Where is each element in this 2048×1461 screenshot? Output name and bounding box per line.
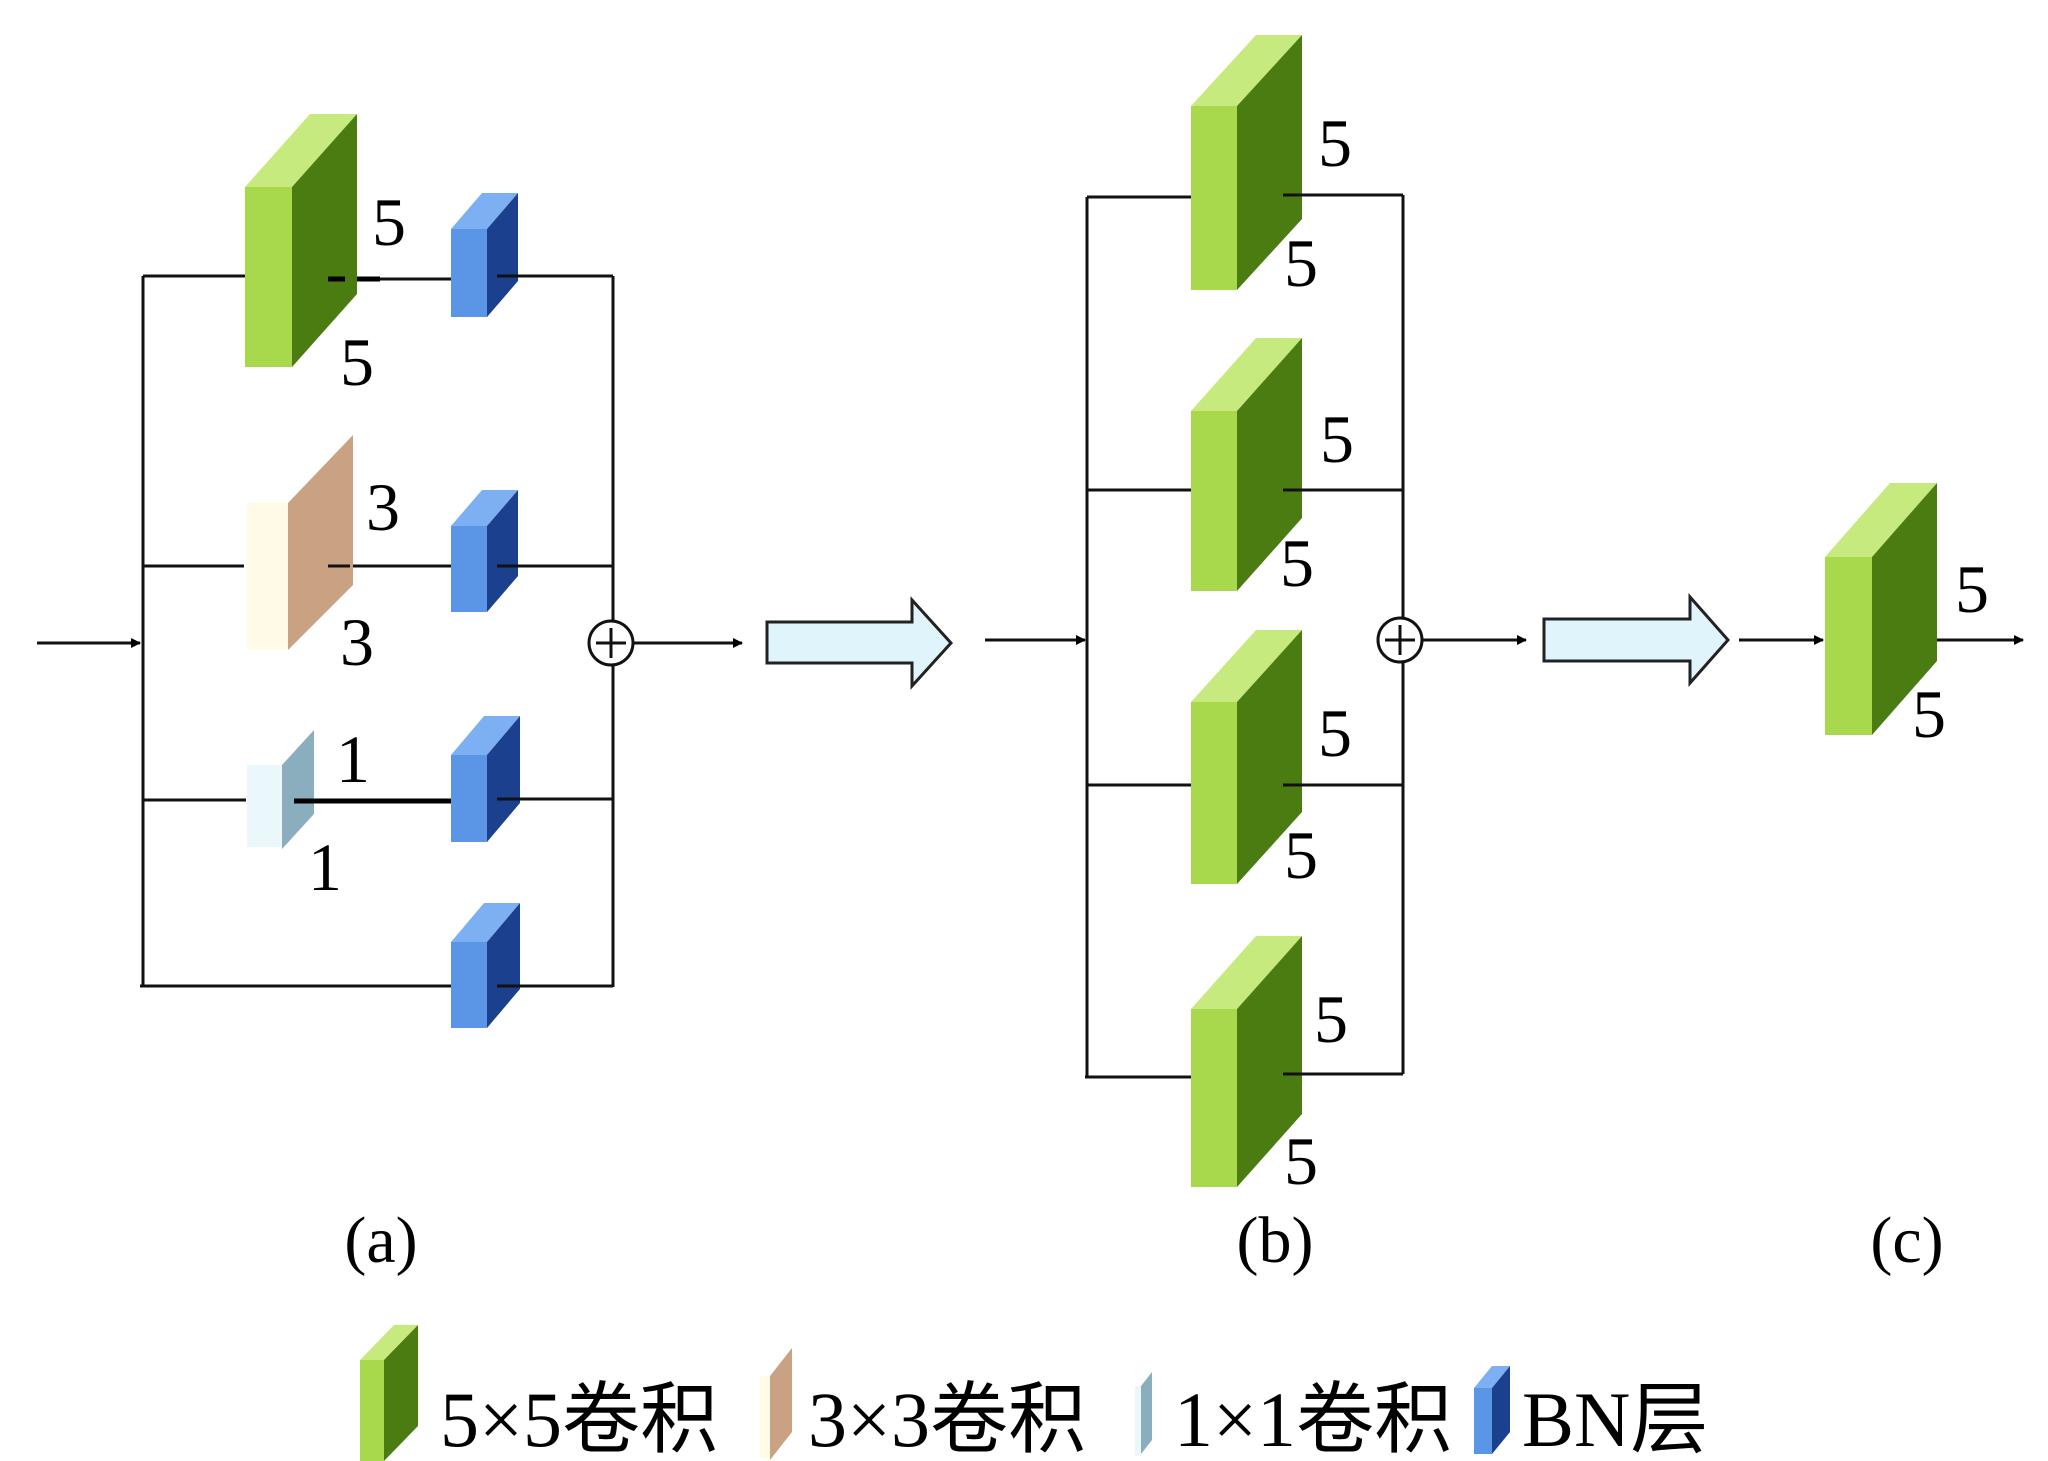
bn-block xyxy=(451,716,520,842)
conv5x5-block xyxy=(1191,630,1302,884)
legend-label: 3×3卷积 xyxy=(808,1376,1086,1461)
bn-block xyxy=(451,903,520,1028)
kernel-label: 5 xyxy=(1912,676,1946,752)
panel-b: 5 5 5 5 5 5 5 5 (b) xyxy=(985,35,1527,1277)
kernel-label: 1 xyxy=(308,829,342,905)
legend-label: 5×5卷积 xyxy=(440,1376,718,1461)
kernel-label: 1 xyxy=(336,721,370,797)
conv3x3-block xyxy=(247,435,353,650)
side-face xyxy=(1872,483,1937,735)
front-face xyxy=(1191,1009,1237,1187)
panel-a: 5 5 3 3 1 1 (a) xyxy=(37,114,743,1277)
kernel-label: 5 xyxy=(1280,525,1314,601)
kernel-label: 5 xyxy=(372,184,406,260)
top-face xyxy=(451,716,520,755)
panel-caption: (c) xyxy=(1870,1204,1943,1277)
conv1x1-legend-icon xyxy=(1135,1372,1152,1456)
top-face xyxy=(1191,35,1302,106)
conv1x1-side-face xyxy=(282,730,314,849)
top-face xyxy=(360,1325,418,1360)
side-face xyxy=(292,114,357,367)
front-face xyxy=(451,755,487,842)
top-face xyxy=(1825,483,1937,557)
kernel-label: 3 xyxy=(366,469,400,545)
side-face xyxy=(487,903,520,1028)
front-face xyxy=(245,187,292,367)
front-face xyxy=(1191,411,1237,591)
side-face xyxy=(487,490,518,612)
conv5x5-block xyxy=(1825,483,1937,735)
side-face xyxy=(384,1325,418,1461)
top-face xyxy=(451,490,518,526)
sum-node xyxy=(1376,616,1424,664)
conv5x5-block xyxy=(245,114,357,367)
top-face xyxy=(451,193,518,229)
legend-item-conv1x1: 1×1卷积 xyxy=(1135,1372,1452,1461)
side-face xyxy=(1237,338,1302,591)
top-face xyxy=(1191,338,1302,411)
top-face xyxy=(1191,936,1302,1009)
transform-arrow xyxy=(1542,593,1731,687)
top-face xyxy=(245,114,357,187)
legend-label: BN层 xyxy=(1522,1376,1708,1461)
kernel-label: 5 xyxy=(340,324,374,400)
conv5x5-legend-icon xyxy=(360,1325,418,1461)
legend-item-bn: BN层 xyxy=(1474,1366,1708,1461)
side-face xyxy=(1237,630,1302,884)
conv3x3-front-face xyxy=(247,503,288,650)
legend-label: 1×1卷积 xyxy=(1174,1376,1452,1461)
sum-node xyxy=(587,619,635,667)
front-face xyxy=(1191,106,1237,290)
panel-c: 5 5 (c) xyxy=(1739,483,2024,1277)
kernel-label: 5 xyxy=(1955,551,1989,627)
front-face xyxy=(1191,702,1237,884)
side-face xyxy=(1237,35,1302,290)
panel-caption: (a) xyxy=(344,1204,417,1277)
top-face xyxy=(1191,630,1302,702)
top-face xyxy=(451,903,520,942)
kernel-label: 3 xyxy=(340,604,374,680)
conv1x1-front-face xyxy=(247,765,282,847)
kernel-label: 5 xyxy=(1284,1123,1318,1199)
kernel-label: 5 xyxy=(1318,105,1352,181)
kernel-label: 5 xyxy=(1320,401,1354,477)
bn-legend-icon xyxy=(1474,1366,1510,1454)
conv3x3-side-face xyxy=(288,435,353,650)
side-face xyxy=(487,193,518,317)
front-face xyxy=(360,1360,384,1461)
side-face xyxy=(487,716,520,842)
front-face xyxy=(451,526,487,612)
panel-caption: (b) xyxy=(1237,1204,1314,1277)
transform-arrow xyxy=(765,596,954,690)
conv1x1-block xyxy=(247,730,314,849)
kernel-label: 5 xyxy=(1314,981,1348,1057)
conv5x5-block xyxy=(1191,936,1302,1187)
kernel-label: 5 xyxy=(1284,225,1318,301)
side-face xyxy=(1237,936,1302,1187)
front-face xyxy=(451,942,487,1028)
legend-item-conv5x5: 5×5卷积 xyxy=(360,1325,718,1461)
kernel-label: 5 xyxy=(1284,817,1318,893)
conv5x5-block xyxy=(1191,35,1302,290)
front-face xyxy=(451,229,487,317)
bn-block xyxy=(451,193,518,317)
legend: 5×5卷积 3×3卷积 1×1卷积 BN层 xyxy=(360,1325,1708,1461)
bn-block xyxy=(451,490,518,612)
legend-item-conv3x3: 3×3卷积 xyxy=(760,1348,1086,1461)
conv3x3-legend-icon xyxy=(760,1348,792,1460)
conv5x5-block xyxy=(1191,338,1302,591)
front-face xyxy=(1825,557,1872,735)
kernel-label: 5 xyxy=(1318,695,1352,771)
